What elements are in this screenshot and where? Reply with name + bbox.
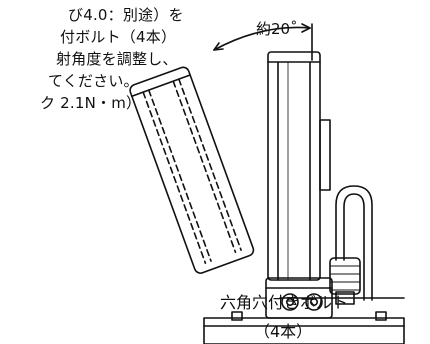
instruction-line: 付ボルト（4本） bbox=[60, 28, 177, 46]
tilted-panel bbox=[129, 66, 255, 274]
instruction-line: てください。 bbox=[48, 72, 139, 90]
instruction-text: び4.0：別途）を 付ボルト（4本） 射角度を調整し、 てください。 ク 2.1… bbox=[0, 4, 200, 114]
angle-arc bbox=[213, 23, 311, 51]
mounting-plate bbox=[203, 311, 405, 344]
bolt-count-label: （4本） bbox=[254, 322, 313, 341]
angle-label: 約20˚ bbox=[256, 20, 298, 38]
instruction-line: び4.0：別途）を bbox=[68, 6, 184, 24]
instruction-line: ク 2.1N・m） bbox=[40, 94, 142, 112]
upright-housing bbox=[267, 51, 331, 281]
cable bbox=[335, 185, 373, 301]
bolt-label: 六角穴付きボルト bbox=[220, 293, 349, 312]
instruction-line: 射角度を調整し、 bbox=[56, 50, 178, 68]
